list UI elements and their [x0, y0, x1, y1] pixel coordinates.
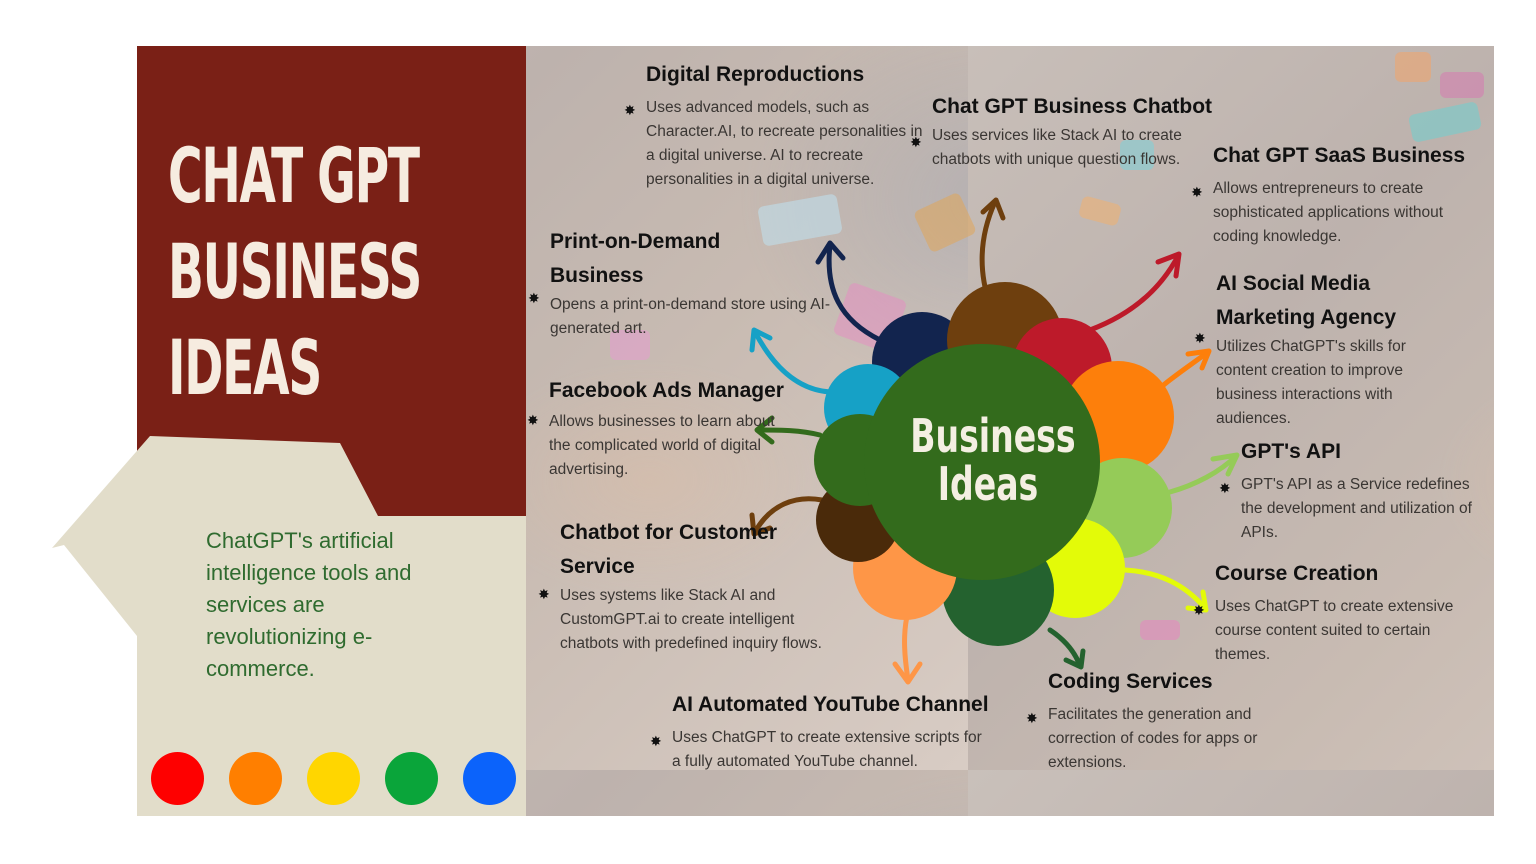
title-panel [137, 46, 526, 516]
decor-tile [1120, 140, 1154, 170]
bullet-icon: ✸ [527, 412, 539, 428]
blue-dot [463, 752, 516, 805]
title-line-2: BUSINESS [168, 227, 422, 316]
idea-description: Uses ChatGPT to create extensive course … [1215, 598, 1454, 663]
idea-youtube-channel: AI Automated YouTube Channel Uses ChatGP… [672, 688, 1032, 774]
bullet-icon: ✸ [1191, 184, 1203, 200]
idea-description: Allows entrepreneurs to create sophistic… [1213, 180, 1444, 245]
idea-title: Course Creation [1215, 562, 1379, 585]
idea-saas-business: Chat GPT SaaS Business Allows entreprene… [1213, 139, 1493, 249]
color-dots [151, 752, 516, 805]
idea-description: Uses services like Stack AI to create ch… [932, 127, 1182, 168]
idea-description: Opens a print-on-demand store using AI-g… [550, 296, 831, 337]
main-title: CHAT GPT BUSINESS IDEAS [168, 128, 422, 416]
idea-facebook-ads: Facebook Ads Manager Allows businesses t… [549, 374, 814, 482]
decor-tile [1440, 72, 1484, 98]
tagline: ChatGPT's artificial intelligence tools … [206, 528, 412, 681]
orange-dot [229, 752, 282, 805]
idea-title: Chatbot for Customer Service [560, 521, 777, 578]
bullet-icon: ✸ [910, 134, 922, 150]
idea-title: Coding Services [1048, 670, 1213, 693]
idea-description: Facilitates the generation and correctio… [1048, 706, 1258, 771]
center-label: Business Ideas [910, 409, 1076, 511]
bullet-icon: ✸ [650, 733, 662, 749]
idea-description: Allows businesses to learn about the com… [549, 413, 775, 478]
idea-description: GPT's API as a Service redefines the dev… [1241, 476, 1472, 541]
center-label-line-2: Ideas [937, 457, 1039, 511]
idea-gpt-api: GPT's API GPT's API as a Service redefin… [1241, 435, 1481, 545]
bullet-icon: ✸ [1026, 710, 1038, 726]
idea-coding-services: Coding Services Facilitates the generati… [1048, 665, 1288, 775]
idea-title: Print-on-Demand Business [550, 230, 721, 287]
idea-business-chatbot: Chat GPT Business Chatbot Uses services … [932, 90, 1232, 172]
idea-title: GPT's API [1241, 440, 1341, 463]
bullet-icon: ✸ [624, 102, 636, 118]
title-line-1: CHAT GPT [168, 131, 420, 220]
idea-social-media-agency: AI Social Media Marketing Agency Utilize… [1216, 267, 1446, 431]
idea-description: Uses advanced models, such as Character.… [646, 99, 923, 188]
idea-title: AI Social Media Marketing Agency [1216, 272, 1397, 329]
idea-title: Facebook Ads Manager [549, 379, 784, 402]
bullet-icon: ✸ [528, 290, 540, 306]
bullet-icon: ✸ [1194, 330, 1206, 346]
center-label-line-1: Business [910, 409, 1076, 463]
title-line-3: IDEAS [168, 323, 322, 412]
decor-tile [1395, 52, 1431, 82]
red-dot [151, 752, 204, 805]
bullet-icon: ✸ [1219, 480, 1231, 496]
decor-tile [610, 330, 650, 360]
decor-tile [1140, 620, 1180, 640]
bullet-icon: ✸ [538, 586, 550, 602]
idea-digital-reproductions: Digital Reproductions Uses advanced mode… [646, 58, 926, 192]
idea-customer-service-chatbot: Chatbot for Customer Service Uses system… [560, 516, 850, 656]
bullet-icon: ✸ [1193, 602, 1205, 618]
green-dot [385, 752, 438, 805]
idea-description: Uses systems like Stack AI and CustomGPT… [560, 587, 822, 652]
idea-description: Uses ChatGPT to create extensive scripts… [672, 729, 982, 770]
idea-description: Utilizes ChatGPT's skills for content cr… [1216, 338, 1406, 427]
idea-title: Chat GPT Business Chatbot [932, 95, 1213, 118]
idea-title: Chat GPT SaaS Business [1213, 144, 1466, 167]
idea-title: AI Automated YouTube Channel [672, 693, 989, 716]
idea-print-on-demand: Print-on-Demand Business Opens a print-o… [550, 225, 840, 341]
idea-course-creation: Course Creation Uses ChatGPT to create e… [1215, 557, 1475, 667]
yellow-dot [307, 752, 360, 805]
idea-title: Digital Reproductions [646, 63, 865, 86]
